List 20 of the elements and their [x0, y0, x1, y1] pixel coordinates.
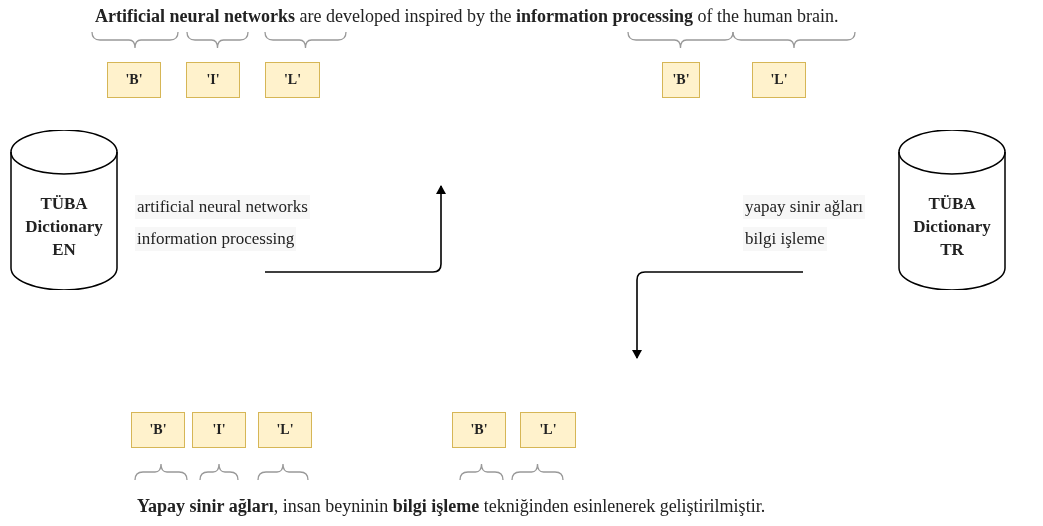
tag-label: 'I'	[192, 412, 246, 448]
tag-label: 'L'	[258, 412, 312, 448]
tag-label: 'L'	[752, 62, 806, 98]
term-text: bilgi işleme	[743, 227, 827, 251]
arrow	[632, 271, 804, 359]
tag-label: 'B'	[131, 412, 185, 448]
tag-label: 'I'	[186, 62, 240, 98]
tag-label: 'B'	[452, 412, 506, 448]
term-text: information processing	[135, 227, 297, 251]
sentence: Artificial neural networks are developed inspired by the information processing of the human brain.	[95, 6, 839, 27]
tag-label: 'L'	[520, 412, 576, 448]
database-label: TÜBA Dictionary TR	[912, 193, 992, 261]
sentence: Yapay sinir ağları, insan beyninin bilgi işleme tekniğinden esinlenerek geliştirilmiştir.	[137, 496, 766, 517]
term-text: yapay sinir ağları	[743, 195, 865, 219]
arrow	[264, 185, 446, 273]
database-label: TÜBA Dictionary EN	[24, 193, 104, 261]
term-text: artificial neural networks	[135, 195, 310, 219]
tag-label: 'B'	[107, 62, 161, 98]
tag-label: 'B'	[662, 62, 700, 98]
tag-label: 'L'	[265, 62, 320, 98]
